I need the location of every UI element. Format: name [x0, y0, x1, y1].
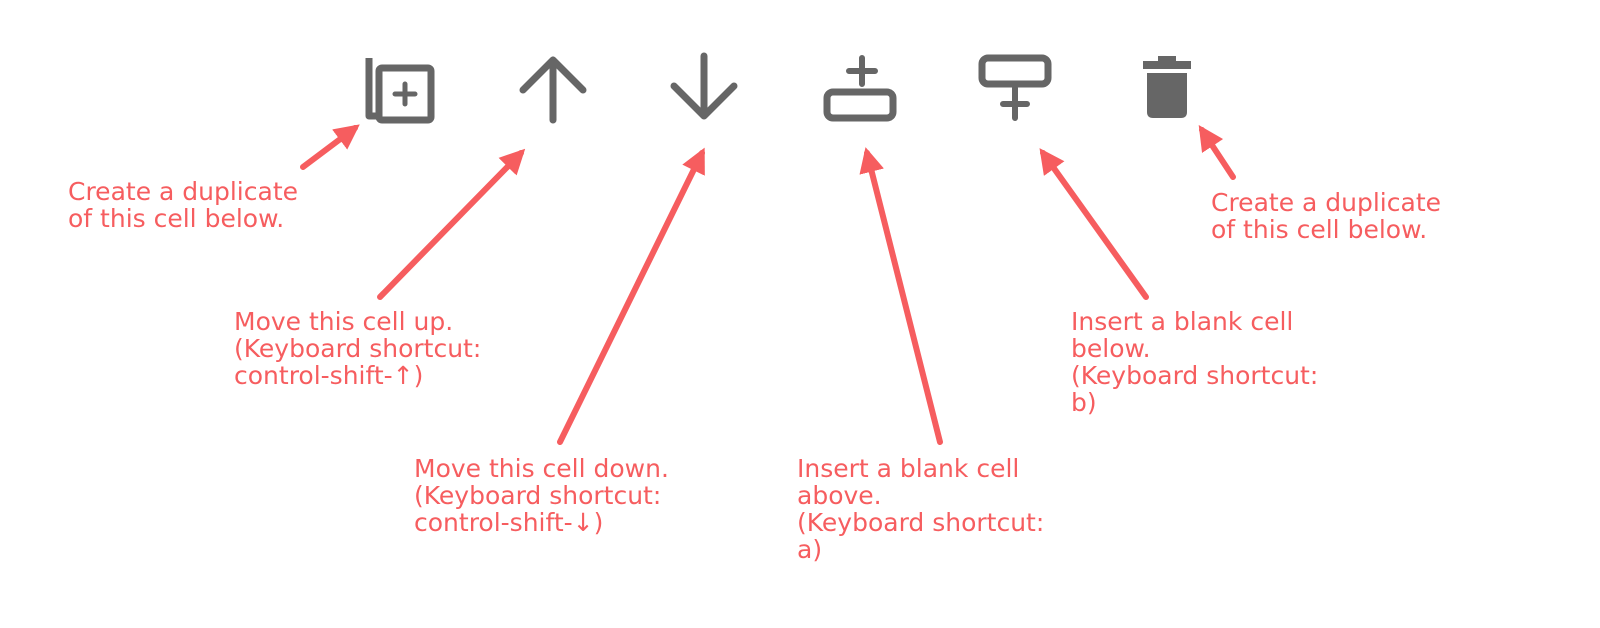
annotation-line: b) [1071, 388, 1097, 417]
annotation-line: Insert a blank cell [797, 454, 1020, 483]
trash-icon [1143, 56, 1191, 118]
arrow-down-icon [670, 52, 738, 120]
insert-cell-above-button[interactable] [822, 52, 898, 124]
arrow-up-icon [519, 56, 587, 124]
annotation-insert-above: Insert a blank cell above. (Keyboard sho… [797, 455, 1044, 563]
annotation-line: Create a duplicate [1211, 188, 1442, 217]
insert-above-icon [823, 55, 897, 122]
annotation-line: above. [797, 481, 882, 510]
annotation-line: control-shift-↑) [234, 361, 424, 390]
annotation-move-up: Move this cell up. (Keyboard shortcut: c… [234, 308, 481, 389]
annotation-delete: Create a duplicate of this cell below. [1211, 189, 1441, 243]
annotation-line: (Keyboard shortcut: [234, 334, 482, 363]
annotation-line: of this cell below. [68, 204, 285, 233]
arrow-move-up [377, 148, 526, 300]
annotation-line: control-shift-↓) [414, 508, 604, 537]
move-cell-down-button[interactable] [666, 52, 742, 124]
arrow-insert-below [1039, 148, 1149, 300]
annotation-line: of this cell below. [1211, 215, 1428, 244]
annotation-line: Create a duplicate [68, 177, 299, 206]
annotation-line: Insert a blank cell [1071, 307, 1294, 336]
annotation-line: Move this cell up. [234, 307, 454, 336]
annotation-line: a) [797, 535, 823, 564]
annotation-move-down: Move this cell down. (Keyboard shortcut:… [414, 455, 669, 536]
copy-plus-icon [365, 58, 435, 124]
arrow-move-down [557, 147, 705, 445]
annotation-duplicate: Create a duplicate of this cell below. [68, 178, 298, 232]
delete-cell-button[interactable] [1139, 52, 1195, 120]
arrow-duplicate [300, 124, 360, 170]
move-cell-up-button[interactable] [515, 52, 591, 124]
arrow-insert-above [859, 147, 943, 445]
arrow-delete [1198, 124, 1236, 180]
annotation-line: Move this cell down. [414, 454, 669, 483]
duplicate-cell-button[interactable] [363, 52, 435, 124]
annotation-line: (Keyboard shortcut: [414, 481, 662, 510]
annotation-line: below. [1071, 334, 1151, 363]
annotation-line: (Keyboard shortcut: [797, 508, 1045, 537]
insert-cell-below-button[interactable] [977, 52, 1053, 124]
insert-below-icon [978, 54, 1052, 121]
annotation-insert-below: Insert a blank cell below. (Keyboard sho… [1071, 308, 1318, 416]
annotation-line: (Keyboard shortcut: [1071, 361, 1319, 390]
